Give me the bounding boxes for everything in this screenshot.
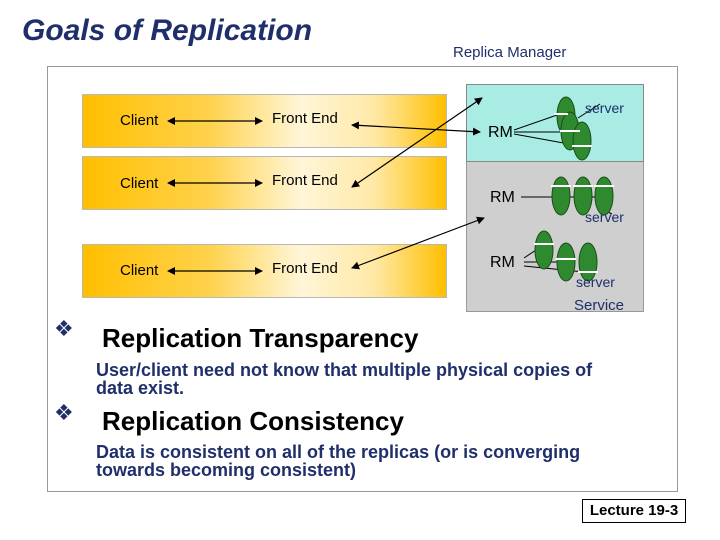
- frontend-rm-arrow-2: [351, 97, 483, 188]
- slide-title: Goals of Replication: [22, 14, 313, 47]
- bullet-heading-2: Replication Consistency: [102, 406, 404, 436]
- client-label-3: Client: [120, 262, 159, 279]
- front-end-label-1: Front End: [272, 110, 338, 127]
- rm-label-2: RM: [490, 189, 515, 206]
- diamond-bullet-icon: ❖: [54, 400, 74, 425]
- replica-manager-caption: Replica Manager: [453, 44, 567, 61]
- lecture-footer: Lecture 19-3: [582, 499, 686, 523]
- content-frame: [47, 66, 678, 492]
- bullet-heading-1: Replication Transparency: [102, 323, 419, 353]
- frontend-rm-arrow-1: [351, 121, 481, 136]
- server-group-2: [521, 176, 614, 216]
- bullet-line-2-2: towards becoming consistent): [96, 460, 357, 480]
- bullet-line-1-1: User/client need not know that multiple …: [96, 360, 593, 380]
- bullet-line-2-1: Data is consistent on all of the replica…: [96, 442, 581, 462]
- client-label-2: Client: [120, 175, 159, 192]
- front-end-label-2: Front End: [272, 172, 338, 189]
- server-group-3: [523, 230, 598, 282]
- client-label-1: Client: [120, 112, 159, 129]
- rm-label-1: RM: [488, 124, 513, 141]
- front-end-label-3: Front End: [272, 260, 338, 277]
- diamond-bullet-icon: ❖: [54, 316, 74, 341]
- rm-label-3: RM: [490, 254, 515, 271]
- server-label-2: server: [585, 209, 624, 225]
- replica-manager-box: [466, 84, 644, 162]
- server-group-1: [513, 96, 601, 161]
- server-label-1: server: [585, 100, 624, 116]
- server-label-3: server: [576, 274, 615, 290]
- service-label: Service: [574, 297, 625, 314]
- bullet-line-1-2: data exist.: [96, 378, 185, 398]
- frontend-rm-arrow-3: [351, 216, 485, 270]
